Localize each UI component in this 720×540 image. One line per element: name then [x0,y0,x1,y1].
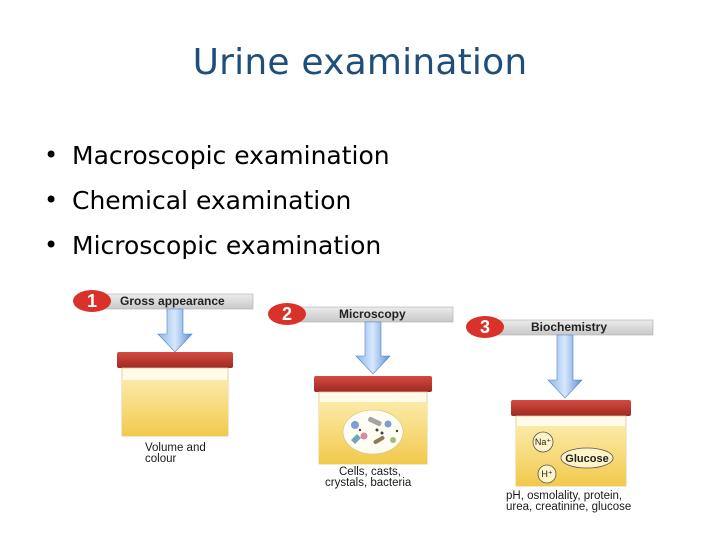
slide-title: Urine examination [192,42,528,83]
bullet-list: • Macroscopic examination • Chemical exa… [44,133,390,268]
step-1-caption-line-2: colour [145,453,176,465]
step-3-arrow-icon [547,334,583,399]
step-1-badge [73,290,111,312]
bullet-text: Microscopic examination [72,231,382,260]
step-1-urine [122,380,228,436]
step-3-number: 3 [480,317,490,337]
bullet-text: Chemical examination [72,186,352,215]
bullet-item-microscopic: • Microscopic examination [44,223,390,268]
hydrogen-ion-label: H⁺ [541,469,552,479]
hydrogen-ion-icon [537,464,557,484]
glucose-label: Glucose [565,453,608,465]
step-3-caption-line-1: pH, osmolality, protein, [506,490,622,502]
step-2-caption-line-2: crystals, bacteria [325,477,412,489]
step-2-badge [268,303,306,325]
step-1-label: Gross appearance [120,294,225,308]
sodium-ion-icon [532,431,554,453]
step-2-lid [314,376,432,392]
step-3-group: 3 Biochemistry Na⁺ Glucose H⁺ pH, osmola… [466,316,654,513]
sodium-ion-label: Na⁺ [535,437,552,447]
step-1-number: 1 [87,291,97,311]
step-2-label: Microscopy [339,307,406,321]
step-3-badge [466,316,504,338]
step-3-lid [511,400,631,416]
microscopy-field-icon [342,409,404,455]
step-2-number: 2 [282,304,292,324]
step-2-group: 2 Microscopy Cells, casts, crystals, bac… [268,303,454,489]
step-1-lid [117,352,233,368]
step-3-caption-line-2: urea, creatinine, glucose [506,501,631,513]
urine-examination-diagram: 1 Gross appearance Volume and colour 2 M… [73,290,654,513]
bullet-text: Macroscopic examination [72,141,390,170]
step-2-arrow-icon [355,321,391,375]
step-1-arrow-icon [157,308,193,353]
bullet-item-chemical: • Chemical examination [44,178,390,223]
bullet-item-macroscopic: • Macroscopic examination [44,133,390,178]
bullet-dot-icon: • [44,186,59,214]
bullet-dot-icon: • [44,141,59,169]
step-1-caption-line-1: Volume and [145,442,206,454]
bullet-dot-icon: • [44,231,59,259]
step-1-group: 1 Gross appearance Volume and colour [73,290,254,465]
step-2-caption-line-1: Cells, casts, [339,466,401,478]
glucose-icon [560,447,614,469]
step-3-label: Biochemistry [531,320,607,334]
